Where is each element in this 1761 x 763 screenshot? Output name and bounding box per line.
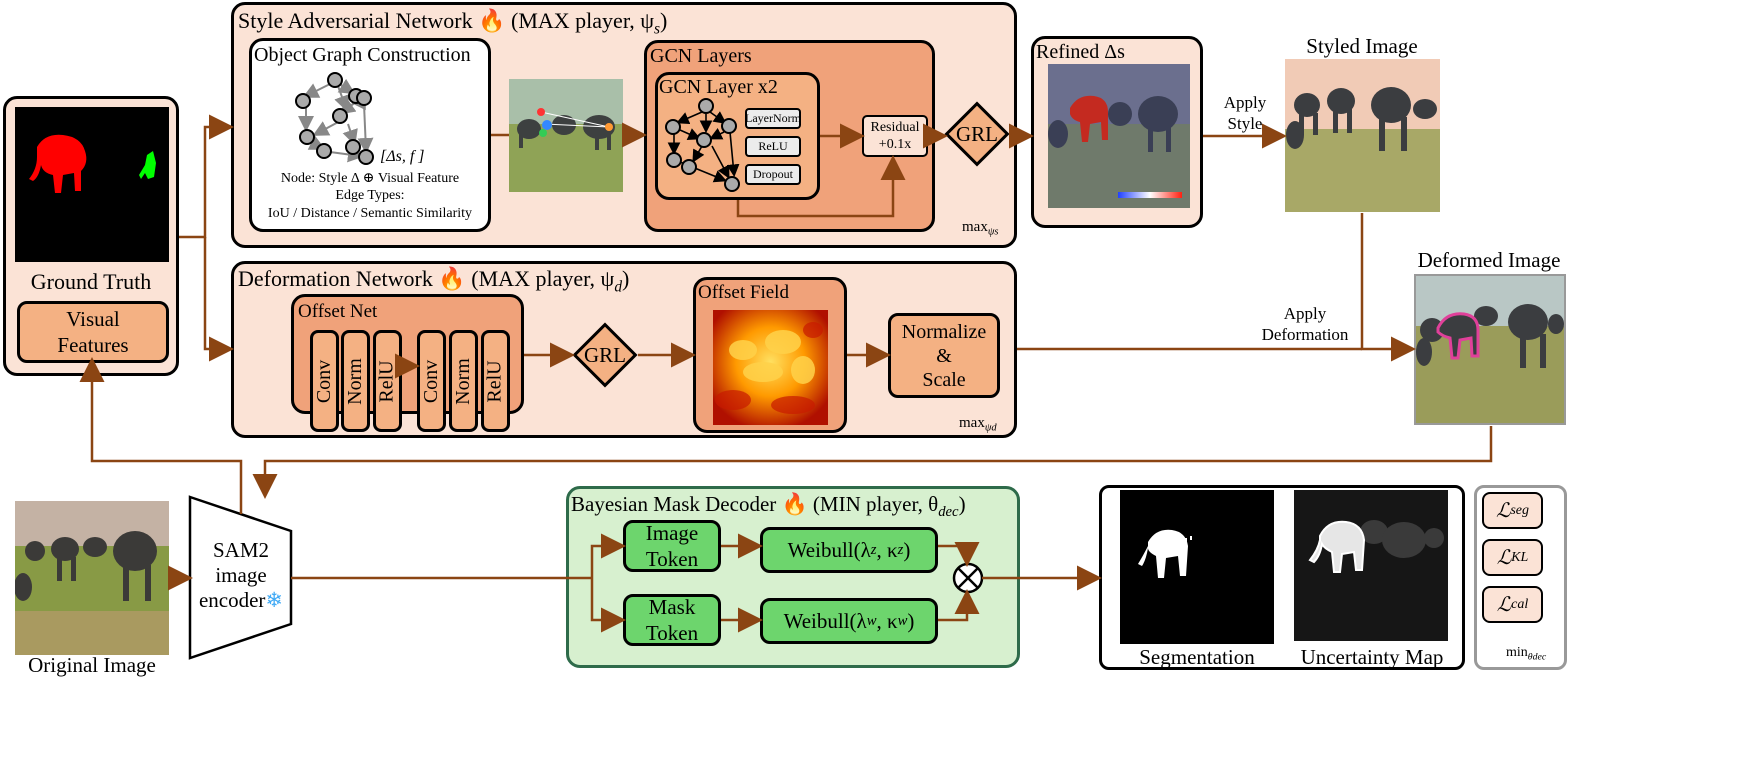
fire-icon: 🔥 [781,492,808,516]
original-image-label: Original Image [28,653,156,677]
style-max-label: maxψs [962,219,999,238]
deform-max-label: maxψd [959,415,997,434]
style-network-title: Style Adversarial Network 🔥 (MAX player,… [238,8,668,38]
offset-field-title: Offset Field [698,282,789,303]
layernorm-box: LayerNorm [745,108,801,129]
style-grl-label: GRL [956,121,998,146]
ground-truth-mask-shapes [29,134,156,193]
segmentation-label: Segmentation [1139,645,1255,669]
styled-image [1285,59,1440,212]
deformed-image-label: Deformed Image [1417,248,1561,272]
gcn-layers-title: GCN Layers [650,45,752,67]
node-label: [Δs, f ] [380,148,425,165]
edge-types-heading: Edge Types: [335,188,405,203]
object-graph-panel [249,38,491,232]
refined-delta-image-art [1048,64,1190,208]
fire-icon: 🔥 [478,8,506,33]
gcn-layer-x2-title: GCN Layer x2 [659,76,778,98]
dropout-box: Dropout [745,164,801,185]
conv-layer-2: Conv [417,330,446,432]
offset-net-title: Offset Net [298,301,378,322]
uncertainty-map-image-art [1294,490,1448,641]
relu-layer-2: RelU [481,330,510,432]
fire-icon: 🔥 [438,266,466,291]
conv-layer-1: Conv [310,330,339,432]
uncertainty-map-label: Uncertainty Map [1300,645,1444,669]
deform-grl-label: GRL [584,342,626,367]
ground-truth-label: Ground Truth [30,269,152,294]
norm-layer-2: Norm [449,330,478,432]
relu-box: ReLU [745,136,801,157]
mask-token-box: Mask Token [623,594,721,646]
deformed-image-art [1416,276,1564,423]
normalize-scale-box: Normalize & Scale [888,313,1000,398]
offset-field-heatmap [713,310,828,425]
graph-overlay-image [509,79,623,192]
styled-image-art [1285,59,1440,212]
segmentation-image-art [1138,529,1192,578]
sam2-encoder-label: SAM2 image encoder❄ [198,538,284,612]
styled-image-label: Styled Image [1306,34,1418,58]
offset-field-heatmap-art [713,310,828,425]
graph-overlay-image-art [509,79,623,192]
snowflake-icon: ❄ [265,588,284,612]
image-token-box: Image Token [623,520,721,572]
original-image-art [15,501,169,655]
deformation-network-title: Deformation Network 🔥 (MAX player, ψd) [238,266,630,296]
apply-style-label: Apply Style [1223,93,1267,133]
refined-delta-image [1048,64,1190,208]
uncertainty-map-image [1294,490,1448,641]
refined-delta-title: Refined Δs [1036,41,1125,63]
apply-deformation-label: Apply Deformation [1261,304,1349,344]
ground-truth-panel: Ground Truth Visual Features [3,96,179,376]
original-image [15,501,169,655]
segmentation-image [1120,490,1274,644]
norm-layer-1: Norm [341,330,370,432]
edge-types-list: IoU / Distance / Semantic Similarity [267,206,473,221]
min-theta-label: minθdec [1506,645,1547,663]
node-description: Node: Style Δ ⊕ Visual Feature [280,171,460,186]
ground-truth-mask [15,107,169,262]
relu-layer-1: RelU [373,330,402,432]
bayesian-decoder-title: Bayesian Mask Decoder 🔥 (MIN player, θde… [571,492,966,521]
object-graph-title: Object Graph Construction [254,44,471,66]
